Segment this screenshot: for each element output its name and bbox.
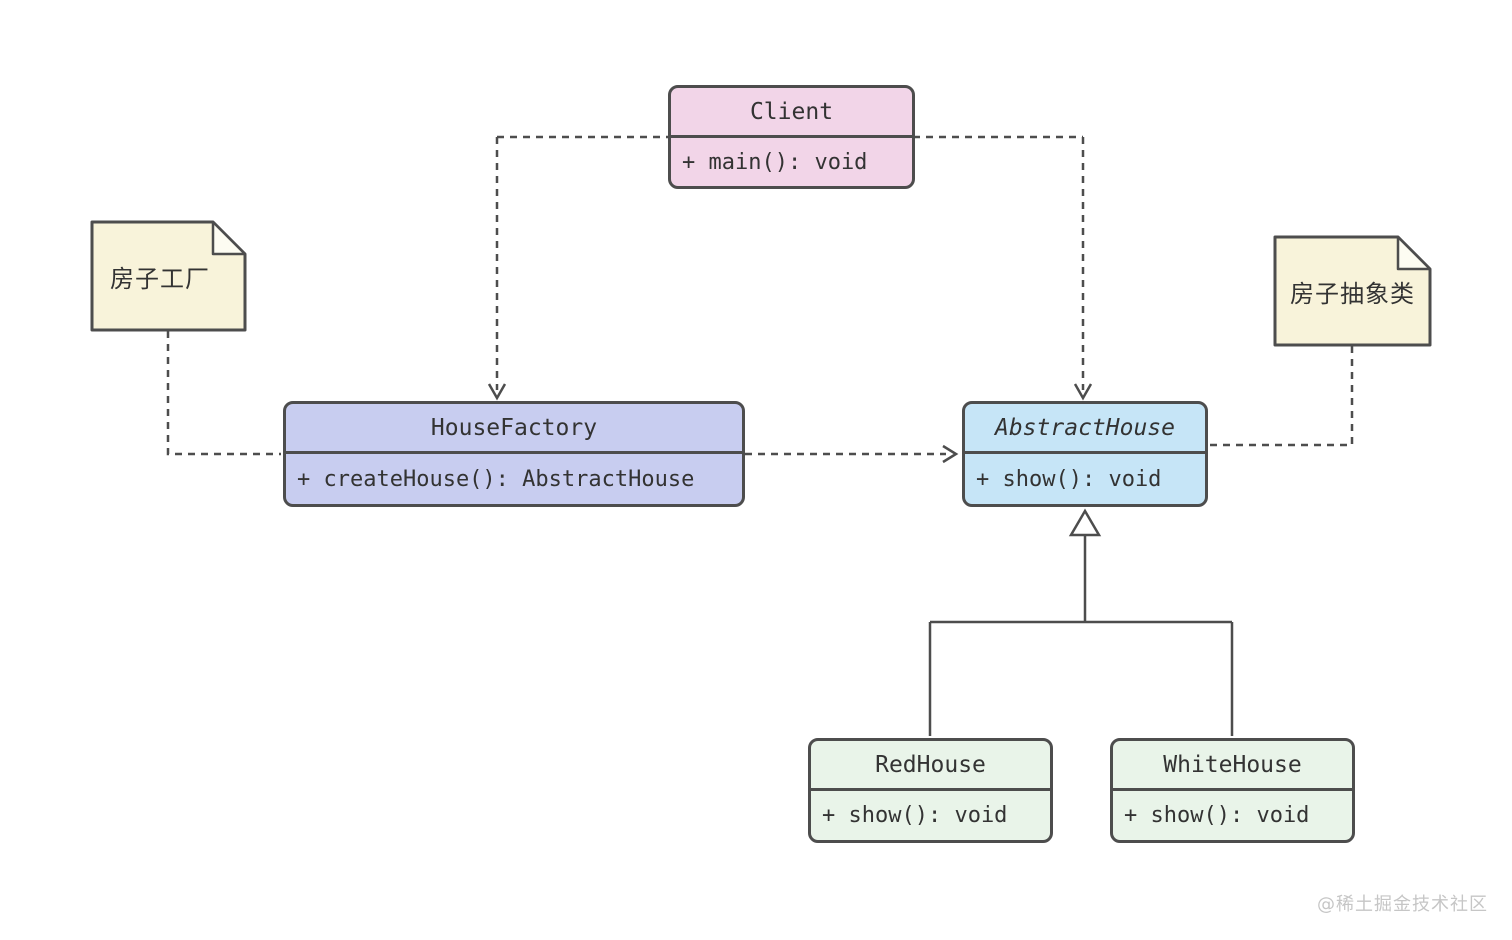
note-factory-connector [166,331,281,456]
client-to-abstracthouse-edge [1073,137,1093,401]
class-housefactory-method: + createHouse(): AbstractHouse [297,466,695,492]
note-factory-label: 房子工厂 [110,264,210,293]
note-abstract-connector [1210,346,1354,447]
down-arrowhead-icon [487,383,507,401]
class-housefactory-name: HouseFactory [286,404,742,454]
watermark: @稀土掘金技术社区 [1317,894,1488,915]
class-abstracthouse: AbstractHouse + show(): void [962,401,1208,507]
note-paper [1273,235,1432,347]
class-abstracthouse-name: AbstractHouse [965,404,1205,454]
edge-line [166,331,281,456]
class-whitehouse-method: + show(): void [1124,803,1310,828]
note-paper [90,220,247,332]
housefactory-to-abstracthouse-edge [745,444,959,464]
hollow-triangle-arrowhead-icon [1068,508,1102,537]
class-redhouse: RedHouse + show(): void [808,738,1053,843]
note-factory-shape [90,220,247,332]
edge-line [1210,346,1354,447]
class-abstracthouse-method: + show(): void [976,466,1162,492]
class-housefactory: HouseFactory + createHouse(): AbstractHo… [283,401,745,507]
class-whitehouse-name: WhiteHouse [1113,741,1352,791]
note-abstract-label: 房子抽象类 [1290,279,1415,308]
note-fold-corner [211,220,247,256]
class-client-name: Client [671,88,912,138]
note-abstract-shape [1273,235,1432,347]
class-client: Client + main(): void [668,85,915,189]
right-arrowhead-icon [942,444,959,464]
inheritance-edges [928,508,1234,736]
note-fold-corner [1396,235,1432,271]
edge-line [928,535,1234,736]
class-redhouse-method: + show(): void [822,803,1008,828]
class-whitehouse: WhiteHouse + show(): void [1110,738,1355,843]
class-client-method: + main(): void [682,149,868,175]
down-arrowhead-icon [1073,383,1093,401]
class-redhouse-name: RedHouse [811,741,1050,791]
